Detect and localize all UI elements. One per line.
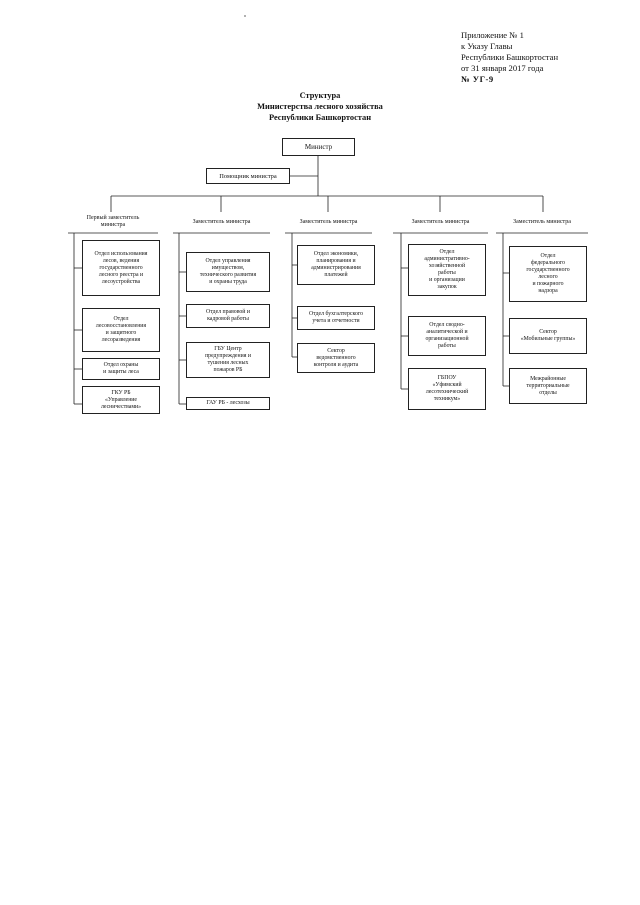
unit-label: ГБУ Центр предупреждения и тушения лесны… [205, 346, 251, 373]
unit-label: ГАУ РБ - лесхозы [206, 400, 250, 406]
unit-box: Отдел административно- хозяйственной раб… [408, 244, 486, 296]
document-title: Структура Министерства лесного хозяйства… [200, 90, 440, 123]
deputy-2: Заместитель министра [173, 211, 270, 233]
title-line: Министерства лесного хозяйства [257, 102, 383, 111]
deputy-label: Заместитель министра [192, 218, 251, 225]
unit-box: Сектор «Мобильные группы» [509, 318, 587, 354]
unit-box: ГБПОУ «Уфимский лесотехнический техникум… [408, 368, 486, 410]
unit-box: Сектор ведомственного контроля и аудита [297, 343, 375, 373]
deputy-label: Заместитель министра [299, 218, 358, 225]
deputy-label: Заместитель министра [513, 218, 571, 225]
unit-label: Сектор ведомственного контроля и аудита [313, 347, 359, 368]
annex-number: № УГ-9 [461, 74, 494, 84]
title-line: Структура [299, 91, 341, 100]
unit-box: Отдел охраны и защиты леса [82, 358, 160, 380]
scan-speck [244, 15, 246, 17]
assistant-label: Помощник министра [219, 172, 277, 180]
deputy-4: Заместитель министра [393, 211, 488, 233]
unit-label: Отдел использования лесов, ведения госуд… [94, 250, 148, 285]
annex-line: Приложение № 1 [461, 30, 524, 40]
unit-label: Отдел лесовосстановления и защитного лес… [95, 316, 147, 343]
annex-line: Республики Башкортостан [461, 52, 559, 62]
unit-label: ГБПОУ «Уфимский лесотехнический техникум… [425, 375, 469, 402]
unit-box: Отдел бухгалтерского учета и отчетности [297, 306, 375, 330]
annex-header: Приложение № 1 к Указу Главы Республики … [461, 30, 631, 85]
unit-label: Отдел охраны и защиты леса [103, 362, 139, 375]
unit-label: Отдел правовой и кадровой работы [206, 309, 250, 322]
unit-box: Отдел управления имуществом, техническог… [186, 252, 270, 292]
unit-label: Отдел административно- хозяйственной раб… [424, 249, 470, 290]
unit-label: Отдел сводно- аналитической и организаци… [425, 322, 469, 349]
unit-box: Межрайонные территориальные отделы [509, 368, 587, 404]
deputy-5: Заместитель министра [496, 211, 588, 233]
deputy-label: Первый заместитель министра [86, 215, 140, 228]
unit-label: Отдел федерального государственного лесн… [526, 253, 570, 294]
assistant-box: Помощник министра [206, 168, 290, 184]
deputy-3: Заместитель министра [285, 211, 372, 233]
deputy-first: Первый заместитель министра [68, 211, 158, 233]
minister-label: Министр [304, 142, 333, 151]
unit-box: ГКУ РБ «Управление лесничествами» [82, 386, 160, 414]
unit-box: ГБУ Центр предупреждения и тушения лесны… [186, 342, 270, 378]
unit-box: Отдел экономики, планирования и админист… [297, 245, 375, 285]
unit-label: ГКУ РБ «Управление лесничествами» [100, 389, 142, 410]
unit-box: Отдел использования лесов, ведения госуд… [82, 240, 160, 296]
deputy-label: Заместитель министра [411, 218, 470, 225]
annex-date: от 31 января 2017 года [461, 63, 544, 73]
unit-box: Отдел лесовосстановления и защитного лес… [82, 308, 160, 352]
unit-label: Отдел бухгалтерского учета и отчетности [308, 311, 364, 324]
unit-label: Межрайонные территориальные отделы [526, 375, 570, 396]
unit-box: Отдел правовой и кадровой работы [186, 304, 270, 328]
unit-box: Отдел сводно- аналитической и организаци… [408, 316, 486, 356]
title-line: Республики Башкортостан [268, 113, 372, 122]
annex-line: к Указу Главы [461, 41, 513, 51]
unit-label: Отдел управления имуществом, техническог… [199, 258, 257, 285]
minister-box: Министр [282, 138, 355, 156]
unit-box: Отдел федерального государственного лесн… [509, 246, 587, 302]
unit-label: Сектор «Мобильные группы» [520, 329, 576, 342]
unit-label: Отдел экономики, планирования и админист… [311, 251, 361, 278]
unit-box: ГАУ РБ - лесхозы [186, 397, 270, 410]
